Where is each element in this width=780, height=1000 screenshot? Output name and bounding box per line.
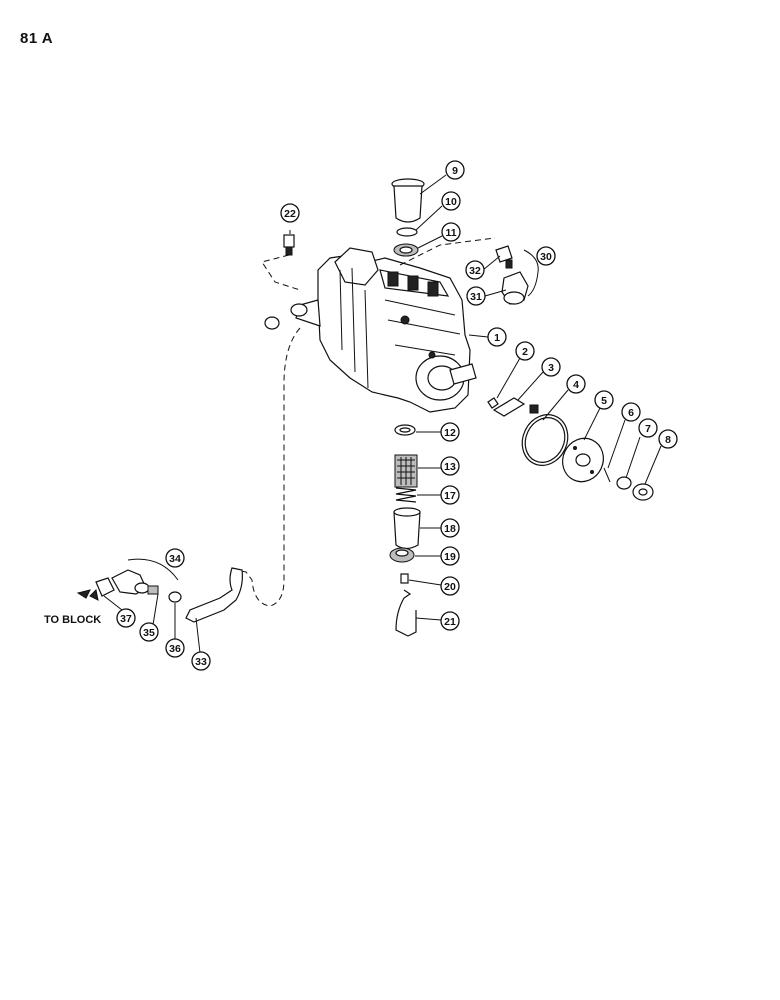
sleeve-part-35 xyxy=(147,585,159,595)
svg-text:21: 21 xyxy=(444,616,456,628)
nut-hole xyxy=(399,246,413,254)
seal-ring-part-10 xyxy=(396,227,418,237)
callout-32: 32 xyxy=(465,260,485,280)
svg-text:22: 22 xyxy=(284,208,296,220)
callout-34: 34 xyxy=(165,548,185,568)
callout-13: 13 xyxy=(440,456,460,476)
svg-text:20: 20 xyxy=(444,581,456,593)
callout-37: 37 xyxy=(116,608,136,628)
dashed-guide-30 xyxy=(399,237,496,266)
nut-part-36 xyxy=(168,591,182,603)
svg-text:6: 6 xyxy=(628,407,634,419)
bracket-30 xyxy=(523,249,539,297)
cover-plate-part-5 xyxy=(562,437,604,483)
callout-9: 9 xyxy=(445,160,465,180)
svg-text:11: 11 xyxy=(445,227,456,239)
svg-text:10: 10 xyxy=(445,196,457,208)
callout-6: 6 xyxy=(621,402,641,422)
callout-3: 3 xyxy=(541,357,561,377)
fitting-part-32 xyxy=(495,245,513,269)
pin-part-2 xyxy=(487,397,499,409)
callout-31: 31 xyxy=(466,286,486,306)
nut-part-19 xyxy=(389,547,415,563)
callout-7: 7 xyxy=(638,418,658,438)
callout-8: 8 xyxy=(658,429,678,449)
svg-text:3: 3 xyxy=(548,362,554,374)
filter-cap-part-9 xyxy=(391,178,425,223)
callout-21: 21 xyxy=(440,611,460,631)
svg-text:34: 34 xyxy=(169,553,181,565)
pin-part-6 xyxy=(603,467,611,483)
fuel-line-part-33 xyxy=(185,567,243,623)
svg-text:13: 13 xyxy=(444,461,456,473)
callout-19: 19 xyxy=(440,546,460,566)
dashed-fuel-line xyxy=(235,327,301,607)
svg-text:36: 36 xyxy=(169,643,181,655)
callout-1: 1 xyxy=(487,327,507,347)
callout-12: 12 xyxy=(440,422,460,442)
washer-left xyxy=(264,316,280,330)
callout-11: 11 xyxy=(441,222,461,242)
callout-22: 22 xyxy=(280,203,300,223)
callout-33: 33 xyxy=(191,651,211,671)
callout-30: 30 xyxy=(536,246,556,266)
leader-lines xyxy=(103,174,662,654)
svg-text:30: 30 xyxy=(540,251,552,263)
to-block-label: TO BLOCK xyxy=(44,614,101,626)
bowl-part-18 xyxy=(393,507,421,550)
svg-text:32: 32 xyxy=(469,265,481,277)
arrow-to-block xyxy=(76,589,91,599)
callout-17: 17 xyxy=(440,485,460,505)
elbow-part-31 xyxy=(501,271,529,305)
callout-10: 10 xyxy=(441,191,461,211)
callout-4: 4 xyxy=(566,374,586,394)
plate-part-3 xyxy=(492,397,526,417)
adapter-part-37 xyxy=(89,577,115,601)
svg-text:2: 2 xyxy=(522,346,528,358)
clamp-part-21 xyxy=(395,589,417,637)
svg-text:33: 33 xyxy=(195,656,207,668)
elbow-part-34 xyxy=(111,569,150,595)
svg-text:31: 31 xyxy=(470,291,482,303)
callout-18: 18 xyxy=(440,518,460,538)
svg-text:5: 5 xyxy=(601,395,607,407)
clip-part-7 xyxy=(616,476,632,490)
svg-text:18: 18 xyxy=(444,523,456,535)
svg-text:35: 35 xyxy=(143,627,155,639)
screw-part-3 xyxy=(529,404,539,414)
plug-part-20 xyxy=(400,573,409,584)
spring-part-17 xyxy=(395,487,417,503)
callout-5: 5 xyxy=(594,390,614,410)
seal-hole xyxy=(399,427,411,433)
page-number: 81 A xyxy=(20,30,54,47)
svg-text:8: 8 xyxy=(665,434,671,446)
nut-part-8 xyxy=(632,483,654,501)
svg-text:17: 17 xyxy=(444,490,456,502)
callout-2: 2 xyxy=(515,341,535,361)
callout-36: 36 xyxy=(165,638,185,658)
o-ring-inner xyxy=(524,417,566,463)
svg-text:4: 4 xyxy=(573,379,579,391)
callout-20: 20 xyxy=(440,576,460,596)
svg-text:9: 9 xyxy=(452,165,458,177)
svg-text:19: 19 xyxy=(444,551,456,563)
filter-element-part-13 xyxy=(394,454,418,488)
svg-text:1: 1 xyxy=(494,332,500,344)
bolt-part-22 xyxy=(261,234,301,291)
injection-pump-body xyxy=(317,247,477,413)
washer-right xyxy=(290,303,308,317)
svg-text:12: 12 xyxy=(444,427,456,439)
bracket-34 xyxy=(127,558,179,581)
svg-text:7: 7 xyxy=(645,423,651,435)
callout-35: 35 xyxy=(139,622,159,642)
svg-text:37: 37 xyxy=(120,613,132,625)
